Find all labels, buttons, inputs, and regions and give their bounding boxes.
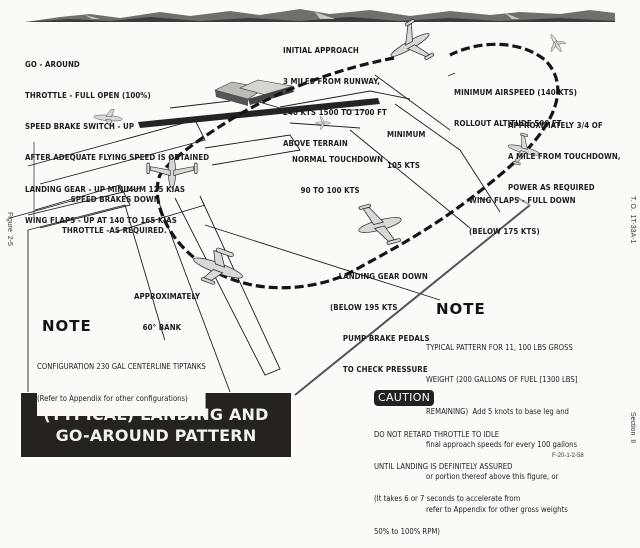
aircraft-far-icon <box>550 34 566 53</box>
callout-line: APPROXIMATELY <box>134 290 201 301</box>
caution-body: DO NOT RETARD THROTTLE TO IDLE UNTIL LAN… <box>374 408 520 548</box>
drawing-code: F-20-1-2-58 <box>552 453 584 459</box>
callout-line: A MILE FROM TOUCHDOWN, <box>508 151 621 162</box>
mountain-range <box>25 9 615 22</box>
callout-line: SPEED BRAKE SWITCH - UP <box>25 121 135 132</box>
callout-line: ROLLOUT ALTITUDE 500 FT <box>454 118 562 129</box>
taxiway-left-lower <box>34 184 131 229</box>
aircraft-initial-approach-icon <box>390 19 435 60</box>
aircraft-runway-icon <box>315 116 331 130</box>
landing-gear-callout: LANDING GEAR DOWN (BELOW 195 KTS PUMP BR… <box>330 250 430 385</box>
callout-line: (BELOW 175 KTS) <box>469 226 540 237</box>
caution-line: (It takes 6 or 7 seconds to accelerate f… <box>374 494 521 504</box>
callout-line: (BELOW 195 KTS <box>330 302 398 313</box>
callout-line: GO - AROUND <box>25 58 80 69</box>
config-note-body: CONFIGURATION 230 GAL CENTERLINE TIPTANK… <box>37 340 206 416</box>
callout-line: APPROXIMATELY 3/4 OF <box>508 119 603 130</box>
caution-line: UNTIL LANDING IS DEFINITELY ASSURED <box>374 461 513 471</box>
aircraft-base-turn-icon <box>507 132 541 166</box>
title-line: GO-AROUND PATTERN <box>55 426 257 445</box>
note-line: REMAINING) Add 5 knots to base leg and <box>426 407 569 417</box>
normal-touchdown-callout: NORMAL TOUCHDOWN 90 TO 100 KTS <box>292 133 383 206</box>
minimum-airspeed-callout: MINIMUM AIRSPEED (140 KTS) ROLLOUT ALTIT… <box>454 66 577 139</box>
taxiway-left-upper <box>27 119 206 185</box>
config-note-heading: NOTE <box>42 317 92 335</box>
callout-line: 60° BANK <box>142 322 182 333</box>
callout-line: THROTTLE - FULL OPEN (100%) <box>25 90 151 101</box>
callout-line: TO CHECK PRESSURE <box>342 364 428 375</box>
base-leg-line <box>294 204 531 396</box>
note-line: final approach speeds for every 100 gall… <box>426 439 578 449</box>
caution-line: 50% to 100% RPM) <box>374 526 440 536</box>
aircraft-touchdown-icon <box>146 155 198 189</box>
aircraft-go-around-icon <box>93 109 123 127</box>
aircraft-final-approach-icon <box>358 203 402 245</box>
leader-lines <box>33 72 489 222</box>
callout-line: THROTTLE -AS REQUIRED. <box>62 225 167 236</box>
speed-brakes-callout: SPEED BRAKES DOWN THROTTLE -AS REQUIRED. <box>62 173 167 246</box>
note-line: WEIGHT (200 GALLONS OF FUEL [1300 LBS] <box>426 374 578 384</box>
callout-line: WING FLAPS - UP AT 140 TO 165 KIAS <box>25 214 177 225</box>
callout-line: MINIMUM <box>387 128 426 139</box>
callout-line: AFTER ADEQUATE FLYING SPEED IS OBTAINED <box>25 152 210 163</box>
aircraft-bank-icon <box>193 247 243 285</box>
bank-callout: APPROXIMATELY 60° BANK <box>134 270 200 343</box>
tech-order-number: T. O. 1T-33A-1 <box>629 196 636 244</box>
callout-line: LANDING GEAR DOWN <box>338 270 428 281</box>
note-line: CONFIGURATION 230 GAL CENTERLINE TIPTANK… <box>37 361 206 371</box>
callout-line: 240 KTS 1500 TO 1700 FT <box>283 107 387 118</box>
pattern-note-heading: NOTE <box>436 300 486 318</box>
runway-lower-right <box>174 195 281 376</box>
callout-line: 3 MILES FROM RUNWAY, <box>283 76 381 87</box>
callout-line: SPEED BRAKES DOWN <box>70 193 160 204</box>
minimum-105-callout: MINIMUM 105 KTS <box>387 108 425 181</box>
callout-line: NORMAL TOUCHDOWN <box>292 153 384 164</box>
callout-line: 90 TO 100 KTS <box>300 185 360 196</box>
taxiway-left-mid <box>114 204 206 233</box>
go-around-callout: GO - AROUND THROTTLE - FULL OPEN (100%) … <box>25 38 209 236</box>
caution-badge: CAUTION <box>374 390 435 406</box>
wing-flaps-callout: WING FLAPS - FULL DOWN (BELOW 175 KTS) <box>469 174 576 247</box>
callout-line: 105 KTS <box>387 160 421 171</box>
callout-line: ABOVE TERRAIN <box>283 138 348 149</box>
callout-line: LANDING GEAR - UP MINIMUM 125 KIAS <box>25 183 186 194</box>
field-block <box>27 204 181 393</box>
section-label: Section II <box>629 412 636 444</box>
note-line: TYPICAL PATTERN FOR 11, 100 LBS GROSS <box>426 342 573 352</box>
pattern-diagram <box>9 9 615 396</box>
initial-approach-callout: INITIAL APPROACH 3 MILES FROM RUNWAY, 24… <box>283 24 387 159</box>
figure-number: Figure 2-5 <box>6 212 13 246</box>
note-line: (Refer to Appendix for other configurati… <box>37 393 188 403</box>
callout-line: PUMP BRAKE PEDALS <box>342 333 430 344</box>
callout-line: POWER AS REQUIRED <box>508 182 595 193</box>
three-quarter-mile-callout: APPROXIMATELY 3/4 OF A MILE FROM TOUCHDO… <box>508 99 621 203</box>
flight-path <box>155 42 560 290</box>
caution-line: DO NOT RETARD THROTTLE TO IDLE <box>374 429 500 439</box>
callout-line: WING FLAPS - FULL DOWN <box>469 194 576 205</box>
callout-line: MINIMUM AIRSPEED (140 KTS) <box>454 86 578 97</box>
callout-line: INITIAL APPROACH <box>283 44 359 55</box>
main-runway <box>138 98 380 128</box>
